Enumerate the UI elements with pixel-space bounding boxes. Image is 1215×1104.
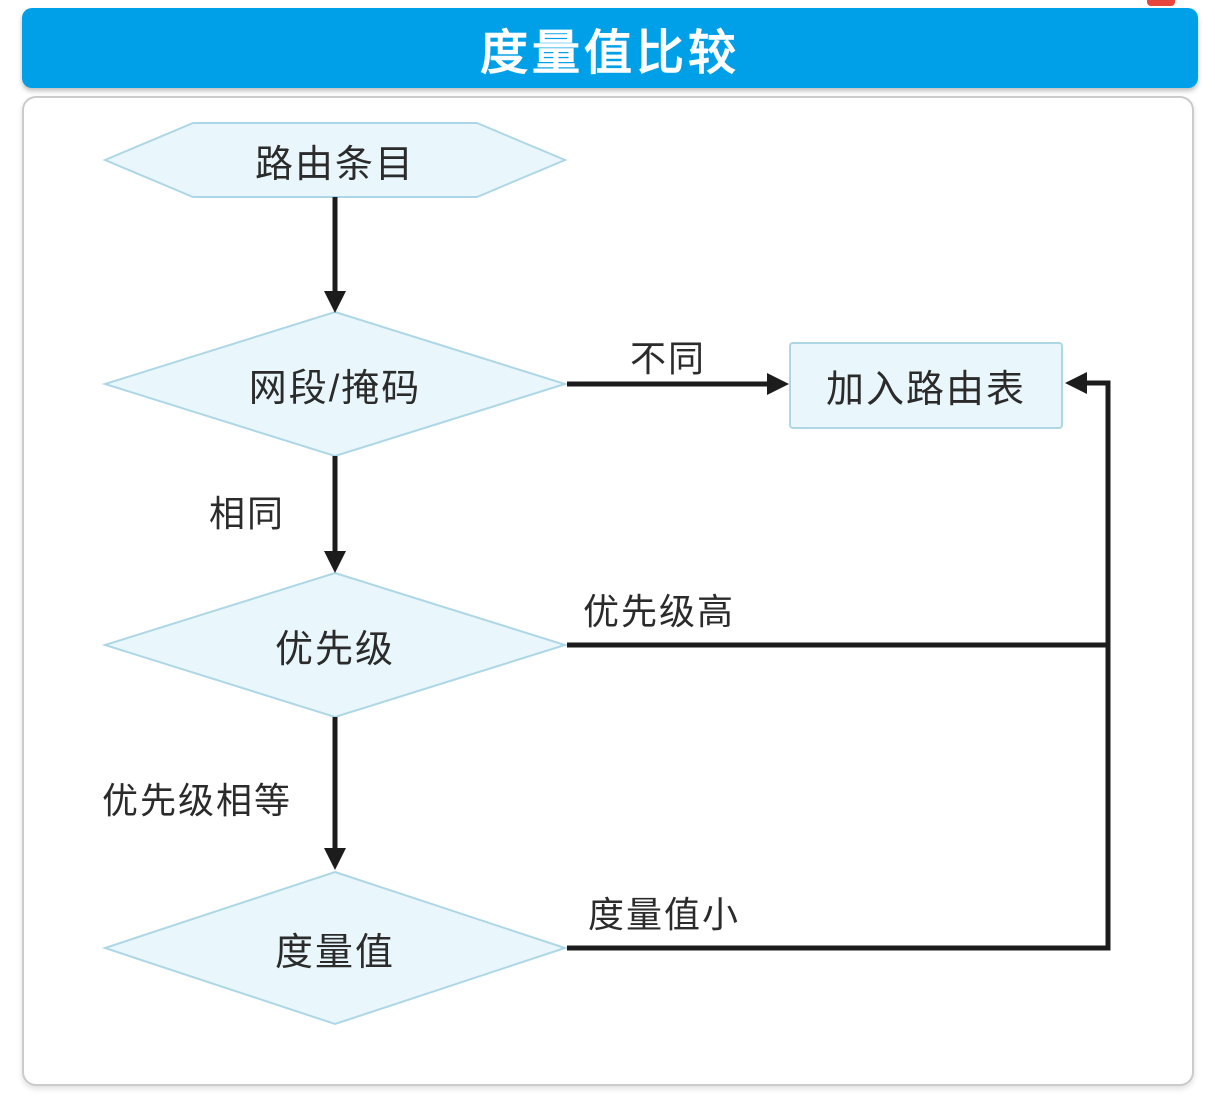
red-button-fragment bbox=[1147, 0, 1175, 6]
node-segment-mask-label: 网段/掩码 bbox=[248, 367, 422, 410]
node-priority-label: 优先级 bbox=[274, 628, 395, 671]
node-metric-label: 度量值 bbox=[274, 931, 395, 974]
node-add-routing-table-label: 加入路由表 bbox=[825, 369, 1026, 411]
edge-label-metric-small: 度量值小 bbox=[588, 894, 741, 935]
edge-label-priority-high: 优先级高 bbox=[583, 591, 736, 632]
edge-label-different: 不同 bbox=[630, 338, 707, 379]
edge-label-same: 相同 bbox=[209, 493, 286, 534]
page-title: 度量值比较 bbox=[479, 27, 740, 80]
edge-label-priority-equal: 优先级相等 bbox=[102, 780, 293, 821]
title-banner: 度量值比较 bbox=[22, 8, 1198, 88]
node-route-entry-label: 路由条目 bbox=[254, 143, 415, 186]
